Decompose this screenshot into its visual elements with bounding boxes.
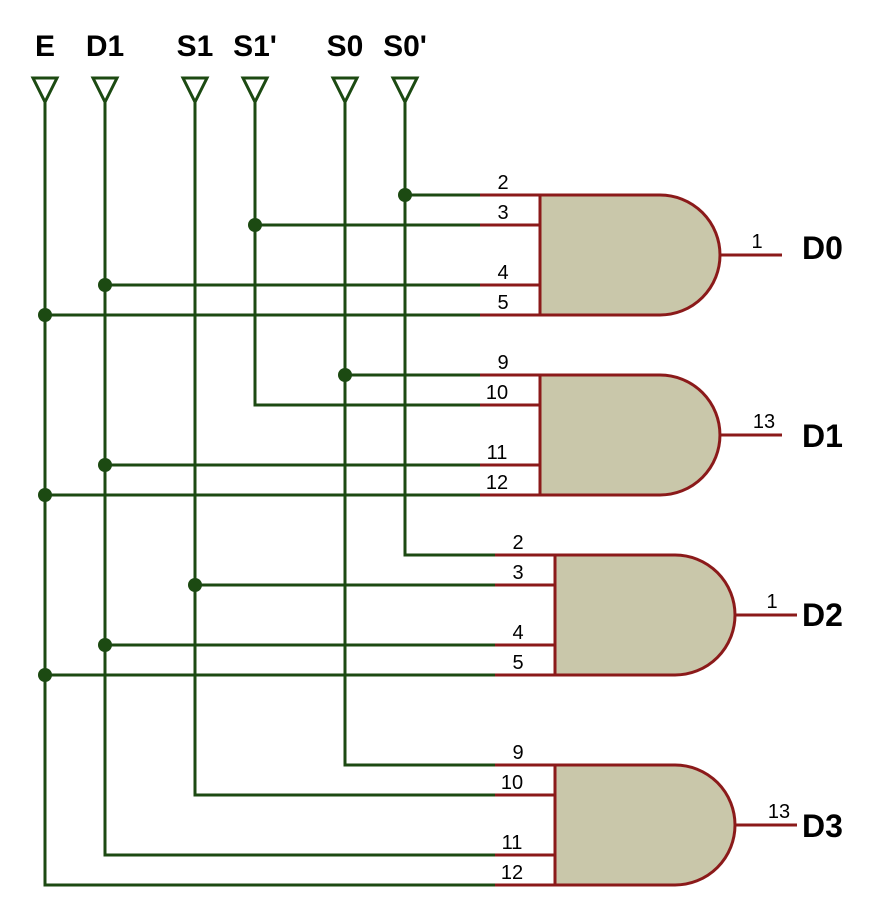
- pin-number: 9: [512, 742, 523, 764]
- input-terminal-e-icon: [30, 76, 60, 106]
- and-gate-body: [553, 553, 737, 677]
- pin-number: 10: [501, 772, 523, 794]
- input-label-s1n: S1': [233, 30, 277, 63]
- pin-number: 12: [486, 472, 508, 494]
- and-gate-body: [553, 763, 737, 887]
- pin-number: 3: [512, 562, 523, 584]
- and-gate-d3: 9 10 11 12 13 D3: [495, 742, 843, 887]
- and-gate-body: [538, 373, 722, 497]
- pin-number: 12: [501, 862, 523, 884]
- input-label-d1: D1: [86, 30, 124, 63]
- output-label-d3: D3: [802, 808, 843, 844]
- input-label-s0: S0: [327, 30, 364, 63]
- and-gate-d0: 2 3 4 5 1 D0: [480, 172, 843, 317]
- output-pin-number: 13: [768, 801, 790, 823]
- pin-number: 9: [497, 352, 508, 374]
- junction-dot: [398, 188, 412, 202]
- and-gate-body: [538, 193, 722, 317]
- pin-number: 4: [497, 262, 508, 284]
- pin-number: 2: [497, 172, 508, 194]
- pin-number: 2: [512, 532, 523, 554]
- junction-dot: [38, 308, 52, 322]
- output-label-d1: D1: [802, 418, 843, 454]
- pin-number: 4: [512, 622, 523, 644]
- pin-number: 10: [486, 382, 508, 404]
- output-pin-number: 1: [751, 231, 762, 253]
- output-label-d0: D0: [802, 230, 843, 266]
- junction-dot: [38, 668, 52, 682]
- pin-number: 11: [487, 442, 508, 464]
- input-terminal-s0n-icon: [390, 76, 420, 106]
- junction-dot: [98, 278, 112, 292]
- pin-number: 5: [497, 292, 508, 314]
- junction-dot: [98, 638, 112, 652]
- junction-dot: [248, 218, 262, 232]
- pin-number: 5: [512, 652, 523, 674]
- pin-number: 11: [502, 832, 523, 854]
- input-label-s1: S1: [177, 30, 214, 63]
- input-terminal-s1n-icon: [240, 76, 270, 106]
- and-gate-d2: 2 3 4 5 1 D2: [495, 532, 843, 677]
- input-terminal-s1-icon: [180, 76, 210, 106]
- junction-dot: [188, 578, 202, 592]
- output-label-d2: D2: [802, 597, 843, 633]
- junction-dot: [98, 458, 112, 472]
- output-pin-number: 13: [753, 411, 775, 433]
- and-gate-d1: 9 10 11 12 13 D1: [480, 352, 843, 497]
- input-terminal-d1-icon: [90, 76, 120, 106]
- input-terminal-s0-icon: [330, 76, 360, 106]
- pin-number: 3: [497, 202, 508, 224]
- input-label-e: E: [35, 30, 55, 63]
- junction-dot: [338, 368, 352, 382]
- input-label-s0n: S0': [383, 30, 427, 63]
- junction-dot: [38, 488, 52, 502]
- output-pin-number: 1: [766, 591, 777, 613]
